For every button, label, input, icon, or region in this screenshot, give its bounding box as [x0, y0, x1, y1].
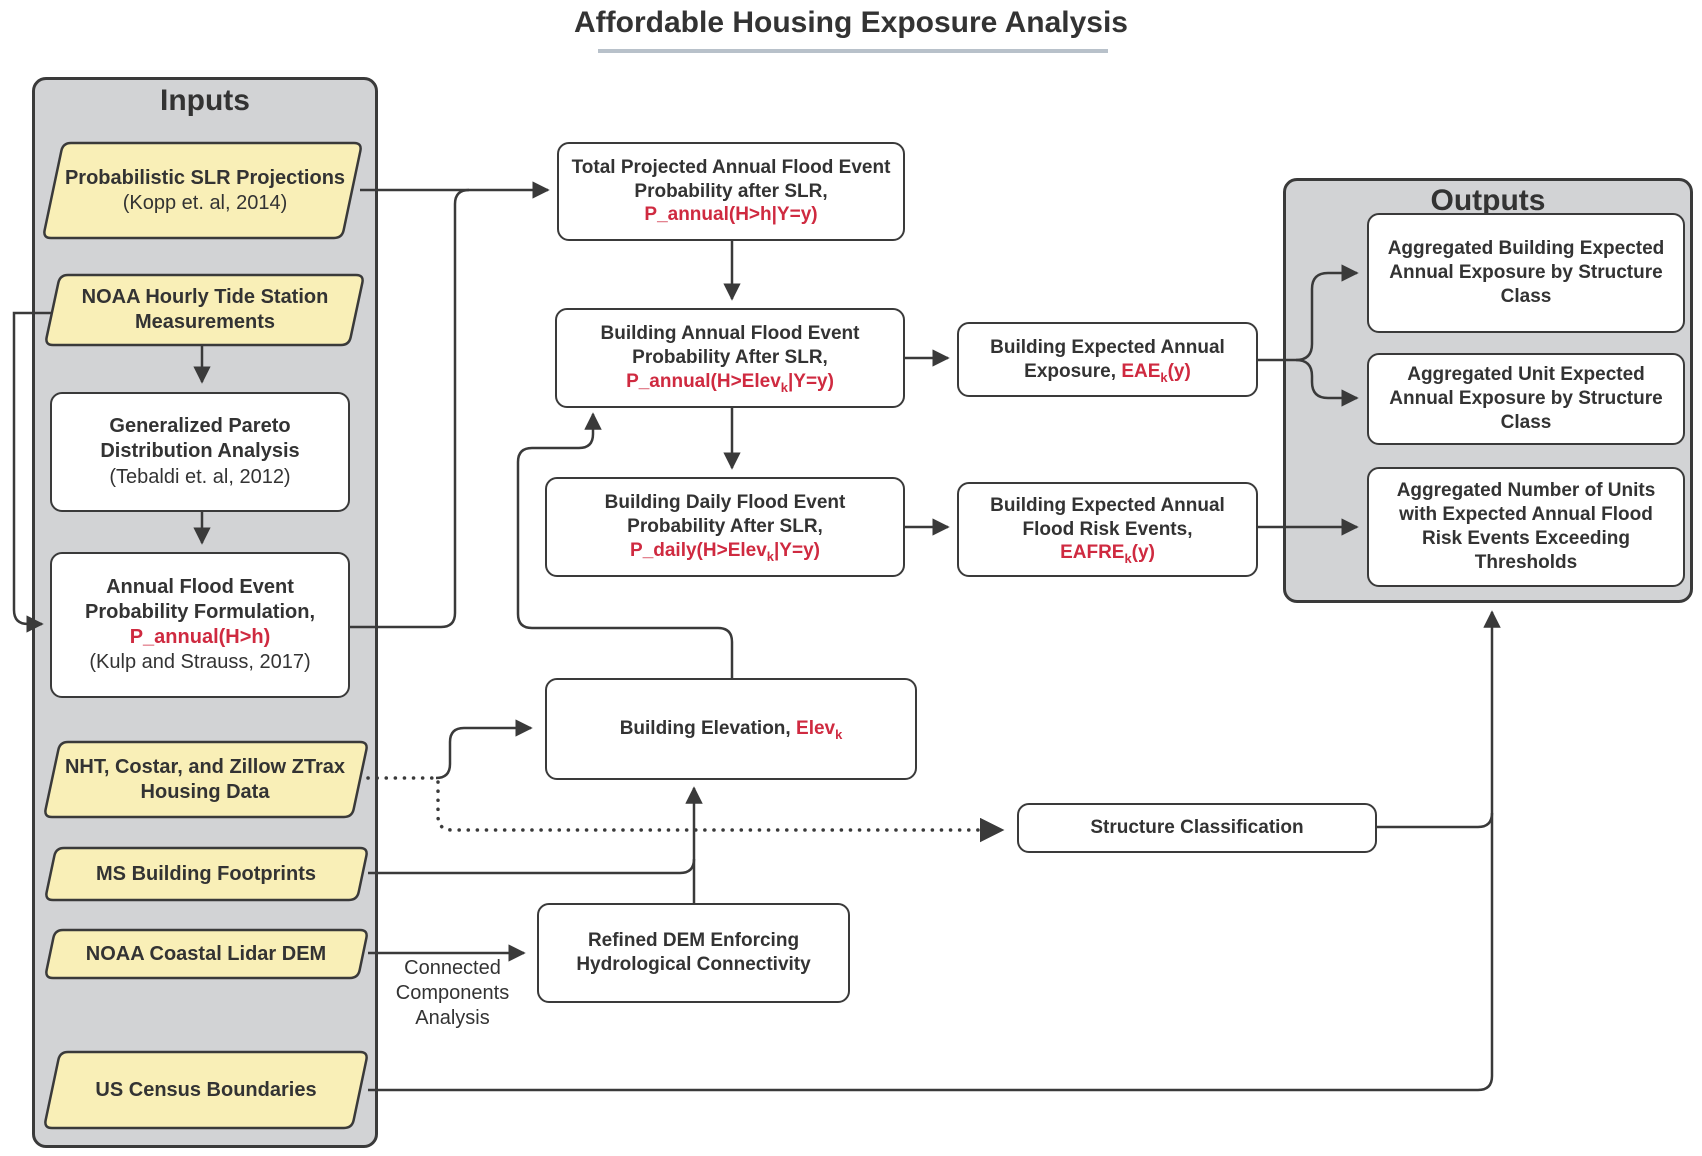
- eae-formula-post: (y): [1167, 360, 1191, 382]
- noaa-lidar-label: NOAA Coastal Lidar DEM: [85, 942, 327, 965]
- output-building-eae-box: Aggregated Building Expected Annual Expo…: [1367, 213, 1685, 333]
- eafre-formula: EAFREk(y): [1060, 541, 1155, 565]
- title-underline: [598, 49, 1108, 53]
- output-unit-eae-label: Aggregated Unit Expected Annual Exposure…: [1389, 364, 1663, 433]
- building-elevation-label: Building Elevation,: [619, 718, 791, 740]
- building-annual-label: Building Annual Flood Event Probability …: [600, 323, 860, 369]
- eafre-box: Building Expected Annual Flood Risk Even…: [957, 482, 1258, 577]
- eae-formula-pre: EAE: [1121, 360, 1161, 382]
- us-census-item: US Census Boundaries: [56, 1052, 356, 1128]
- building-annual-formula-post: |Y=y): [787, 370, 834, 392]
- building-annual-box: Building Annual Flood Event Probability …: [555, 308, 905, 408]
- eae-label: Building Expected Annual Exposure,: [990, 336, 1225, 382]
- refined-dem-box: Refined DEM Enforcing Hydrological Conne…: [537, 903, 850, 1003]
- eae-label-wrap: Building Expected Annual Exposure,EAEk(y…: [967, 336, 1248, 384]
- output-unit-eae-box: Aggregated Unit Expected Annual Exposure…: [1367, 353, 1685, 445]
- building-daily-box: Building Daily Flood Event Probability A…: [545, 477, 905, 577]
- annual-flood-citation: (Kulp and Strauss, 2017): [89, 651, 311, 674]
- building-daily-formula-post: |Y=y): [773, 539, 820, 561]
- page-title: Affordable Housing Exposure Analysis: [574, 6, 1128, 39]
- building-elevation-formula: Elevk: [796, 718, 843, 742]
- output-building-eae-label: Aggregated Building Expected Annual Expo…: [1387, 238, 1665, 307]
- structure-join-connector: [1377, 812, 1494, 829]
- pareto-citation: (Tebaldi et. al, 2012): [109, 465, 291, 488]
- eafre-label: Building Expected Annual Flood Risk Even…: [990, 494, 1225, 540]
- slr-projections-label: Probabilistic SLR Projections: [64, 166, 346, 189]
- eae-formula-sub: k: [1160, 369, 1168, 385]
- eafre-formula-pre: EAFRE: [1060, 542, 1125, 564]
- noaa-tide-shape: [45, 273, 364, 347]
- elevation-feedback-arrow: [516, 412, 734, 678]
- structure-classification-label: Structure Classification: [1090, 817, 1304, 839]
- annual-flood-formulation-box: Annual Flood Event Probability Formulati…: [50, 552, 350, 698]
- ms-footprints-shape: [45, 846, 368, 902]
- building-elevation-formula-pre: Elev: [796, 718, 836, 740]
- annual-flood-formula: P_annual(H>h): [129, 626, 271, 648]
- output-units-threshold-label: Aggregated Number of Units with Expected…: [1396, 480, 1656, 573]
- nht-housing-item: NHT, Costar, and Zillow ZTrax Housing Da…: [60, 742, 350, 817]
- eafre-formula-post: (y): [1131, 542, 1155, 564]
- noaa-lidar-item: NOAA Coastal Lidar DEM: [56, 930, 356, 978]
- noaa-tide-item: NOAA Hourly Tide Station Measurements: [60, 275, 350, 345]
- noaa-tide-label: NOAA Hourly Tide Station Measurements: [81, 286, 329, 333]
- inputs-panel-title: Inputs: [160, 84, 250, 117]
- output-units-threshold-box: Aggregated Number of Units with Expected…: [1367, 467, 1685, 587]
- census-to-outputs-arrow: [368, 610, 1501, 1092]
- outputs-panel-title: Outputs: [1430, 184, 1546, 217]
- building-elevation-formula-sub: k: [835, 726, 843, 742]
- eae-box: Building Expected Annual Exposure,EAEk(y…: [957, 322, 1258, 397]
- slr-projections-item: Probabilistic SLR Projections (Kopp et. …: [60, 143, 350, 238]
- slr-projections-citation: (Kopp et. al, 2014): [122, 191, 288, 214]
- building-elevation-label-wrap: Building Elevation,Elevk: [620, 717, 843, 741]
- ms-footprints-item: MS Building Footprints: [56, 848, 356, 900]
- cca-label: Connected Components Analysis: [395, 957, 510, 1029]
- us-census-label: US Census Boundaries: [95, 1078, 317, 1101]
- nht-to-structure-dotted-arrow: [436, 780, 1005, 843]
- annual-flood-formulation-label: Annual Flood Event Probability Formulati…: [84, 575, 315, 623]
- tide-to-annualflood-connector: [12, 311, 54, 633]
- total-projected-label: Total Projected Annual Flood Event Proba…: [571, 156, 891, 202]
- building-annual-formula: P_annual(H>Elevk|Y=y): [626, 370, 834, 394]
- building-elevation-box: Building Elevation,Elevk: [545, 678, 917, 780]
- eae-to-out2-arrow: [1295, 358, 1359, 407]
- nht-housing-shape: [44, 740, 368, 819]
- nht-housing-label: NHT, Costar, and Zillow ZTrax Housing Da…: [64, 755, 346, 803]
- structure-classification-box: Structure Classification: [1017, 803, 1377, 853]
- building-daily-formula-sub: k: [766, 548, 774, 564]
- pareto-box: Generalized Pareto Distribution Analysis…: [50, 392, 350, 512]
- eae-formula: EAEk(y): [1121, 360, 1191, 385]
- building-daily-label: Building Daily Flood Event Probability A…: [604, 492, 846, 538]
- building-daily-formula-pre: P_daily(H>Elev: [630, 539, 767, 561]
- nht-to-elevation-arrow: [435, 719, 533, 780]
- building-annual-formula-sub: k: [780, 379, 788, 395]
- msfootprints-connector: [368, 858, 696, 875]
- total-projected-formula: P_annual(H>h|Y=y): [644, 204, 818, 226]
- eafre-formula-sub: k: [1124, 551, 1132, 567]
- us-census-shape: [44, 1050, 368, 1130]
- annualflood-join-connector: [350, 188, 470, 629]
- building-daily-formula: P_daily(H>Elevk|Y=y): [630, 539, 820, 563]
- ms-footprints-label: MS Building Footprints: [96, 862, 316, 885]
- total-projected-box: Total Projected Annual Flood Event Proba…: [557, 142, 905, 241]
- slr-projections-shape: [43, 141, 362, 240]
- pareto-label: Generalized Pareto Distribution Analysis: [100, 415, 300, 463]
- eae-to-out1-arrow: [1258, 264, 1359, 362]
- noaa-lidar-shape: [45, 928, 368, 980]
- refined-dem-label: Refined DEM Enforcing Hydrological Conne…: [576, 930, 811, 975]
- building-annual-formula-pre: P_annual(H>Elev: [626, 370, 781, 392]
